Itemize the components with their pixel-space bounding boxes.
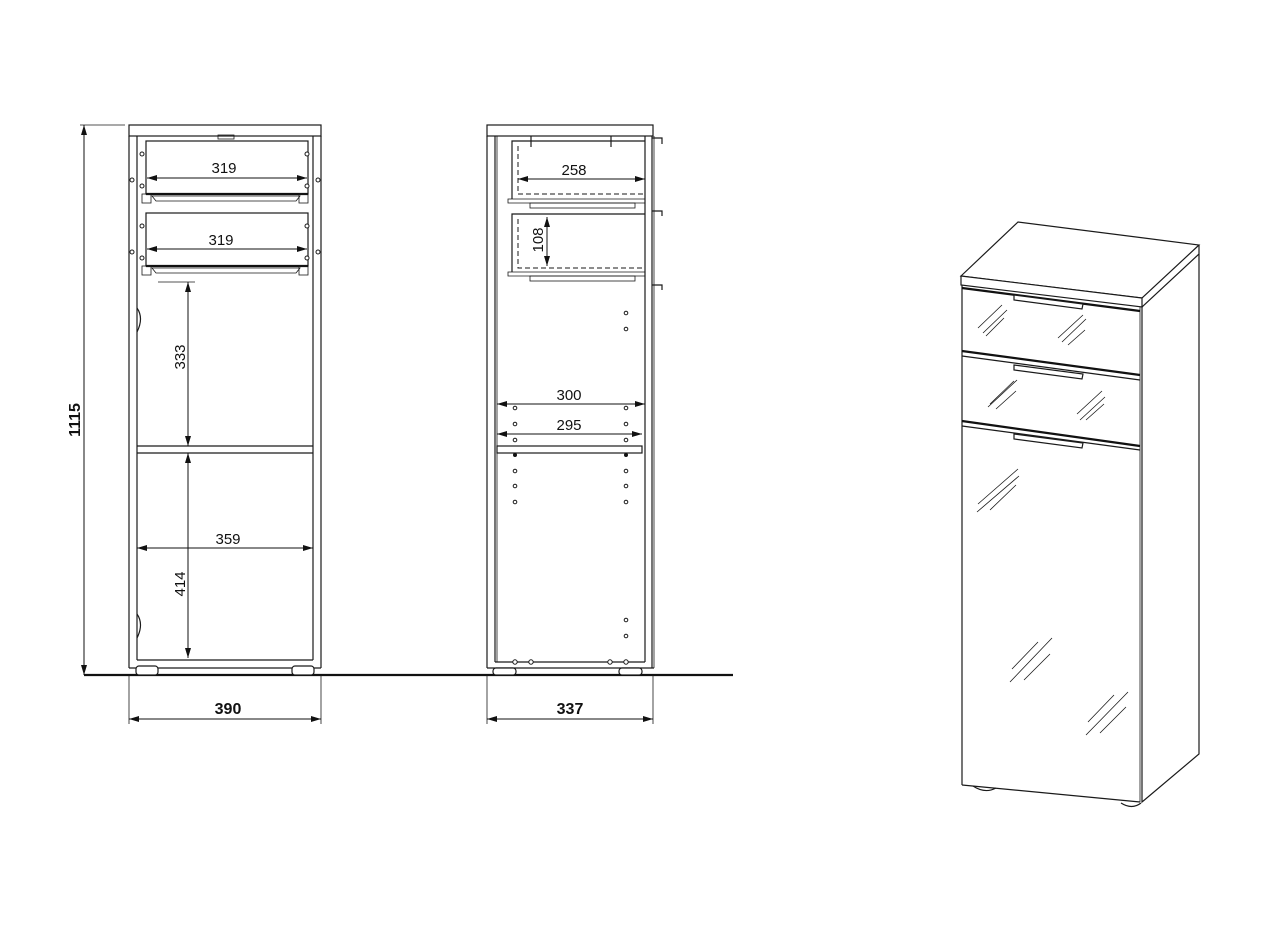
dim-overall-depth: 337 xyxy=(557,701,584,718)
dim-overall-height: 1115 xyxy=(67,403,84,437)
dim-drawer-depth: 258 xyxy=(561,162,586,179)
dim-drawer-width-1: 319 xyxy=(211,160,236,177)
dim-drawer-width-2: 319 xyxy=(208,232,233,249)
glass-reflection-marks xyxy=(976,304,1129,736)
dim-overall-width: 390 xyxy=(215,701,242,718)
dim-shelf-depth-1: 300 xyxy=(556,387,581,404)
side-view: 258 108 300 295 xyxy=(486,124,663,724)
dim-lower-compartment-height: 414 xyxy=(172,571,189,596)
dim-shelf-depth-2: 295 xyxy=(556,417,581,434)
perspective-view xyxy=(959,221,1201,808)
dim-upper-compartment-height: 333 xyxy=(172,344,189,369)
dim-inner-width: 359 xyxy=(215,531,240,548)
dim-drawer-height: 108 xyxy=(530,227,547,252)
front-view: 319 319 333 414 359 1115 390 xyxy=(67,124,322,724)
